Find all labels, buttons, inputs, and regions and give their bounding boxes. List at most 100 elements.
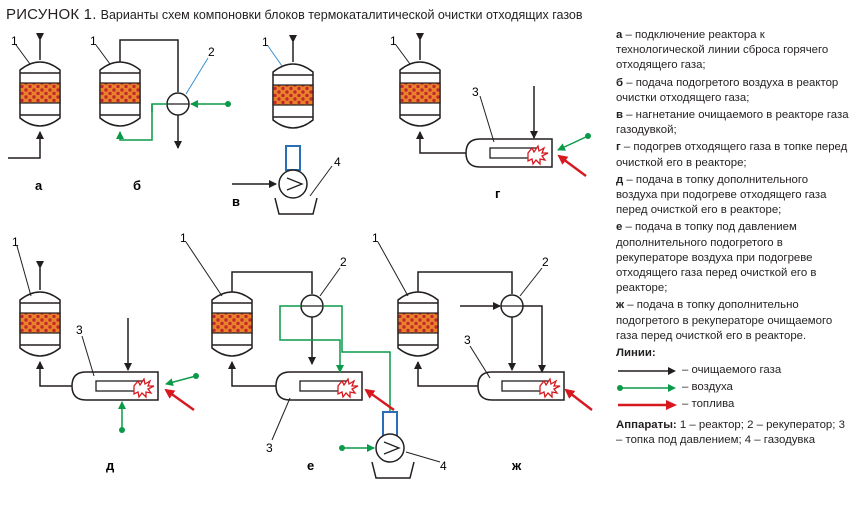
leader-3e <box>271 397 291 441</box>
scheme-g: 1 3 г <box>390 33 591 201</box>
legend-text-e: – подача в топку под давлением дополните… <box>616 221 817 295</box>
label-2-e: 2 <box>340 255 347 269</box>
recuperator-b <box>166 92 190 116</box>
apparatus-text: 1 – реактор; 2 – рекуператор; 3 – топка … <box>616 419 845 447</box>
label-1-zh: 1 <box>372 231 379 245</box>
panel-label-v: в <box>232 194 240 209</box>
label-1-g: 1 <box>390 34 397 48</box>
air-line-swatch <box>617 384 676 393</box>
furnace-g <box>465 138 553 168</box>
panel-label-d: д <box>106 458 115 473</box>
air-in-g <box>557 133 591 151</box>
label-4-v: 4 <box>334 155 341 169</box>
air-recup-to-furnace-e <box>279 305 344 373</box>
gas-to-recup-e <box>231 271 313 294</box>
figure-number: РИСУНОК 1. <box>6 6 97 23</box>
reactor-a <box>19 61 61 127</box>
leader-1a <box>15 44 31 65</box>
panel-label-zh: ж <box>511 458 522 473</box>
legend: а – подключение реактора к технологическ… <box>616 28 852 451</box>
blower-pipe-e <box>382 411 398 437</box>
legend-key-zh: ж <box>616 299 625 312</box>
legend-line-gas-label: – очищаемого газа <box>682 364 782 377</box>
legend-key-g: г <box>616 141 621 154</box>
air-in-d-1 <box>165 373 199 387</box>
legend-item-e: е – подача в топку под давлением дополни… <box>616 220 852 296</box>
legend-text-zh: – подача в топку дополнительно подогрето… <box>616 299 833 342</box>
legend-text-g: – подогрев отходящего газа в топке перед… <box>616 141 848 169</box>
gas-to-reactor-e <box>228 361 276 387</box>
gas-recup-to-furnace-zh <box>523 305 546 373</box>
legend-item-zh: ж – подача в топку дополнительно подогре… <box>616 298 852 344</box>
label-3-e: 3 <box>266 441 273 455</box>
air-to-reactor-b <box>116 103 167 141</box>
reactor-b <box>99 61 141 127</box>
legend-text-d: – подача в топку дополнительного воздуха… <box>616 173 827 217</box>
furnace-zh <box>477 371 565 401</box>
label-3-d: 3 <box>76 323 83 337</box>
scheme-d: 1 3 д <box>12 235 199 473</box>
legend-apparatus: Аппараты: 1 – реактор; 2 – рекуператор; … <box>616 418 852 448</box>
reactor-g <box>399 61 441 127</box>
legend-line-air: – воздуха <box>616 380 852 397</box>
legend-text-a: – подключение реактора к технологической… <box>616 29 829 72</box>
leader-3g <box>479 95 495 143</box>
legend-item-b: б – подача подогретого воздуха в реактор… <box>616 76 852 106</box>
reactor-e <box>211 291 253 357</box>
label-4-e: 4 <box>440 459 447 473</box>
legend-key-b: б <box>616 76 624 89</box>
blower-pipe-v <box>285 145 301 171</box>
air-blower-to-recup-e <box>323 305 391 412</box>
scheme-e: 1 2 3 4 е <box>180 231 447 479</box>
gas-to-reactor-g <box>416 131 466 154</box>
panel-label-e: е <box>307 458 314 473</box>
scheme-zh: 1 2 3 ж <box>372 231 593 473</box>
fuel-in-g <box>557 154 587 177</box>
lines-title: Линии: <box>616 347 656 360</box>
fuel-line-swatch <box>618 400 677 411</box>
leader-1d <box>16 245 32 297</box>
leader-2b <box>185 57 209 95</box>
legend-key-e: е <box>616 221 623 234</box>
gas-to-recup-b <box>119 39 179 92</box>
fuel-in-d <box>164 388 195 411</box>
leader-4e <box>405 451 441 463</box>
leader-1b <box>95 44 111 65</box>
figure-caption: Варианты схем компоновки блоков термокат… <box>100 8 583 22</box>
legend-key-a: а <box>616 29 623 41</box>
gas-in-a <box>8 131 44 159</box>
legend-line-fuel: – топлива <box>616 397 852 414</box>
furnace-d <box>71 371 159 401</box>
label-3-zh: 3 <box>464 333 471 347</box>
gas-to-recup-zh <box>417 271 513 294</box>
scheme-b: 1 2 б <box>90 34 231 193</box>
recuperator-zh <box>500 294 524 318</box>
legend-text-b: – подача подогретого воздуха в реактор о… <box>616 76 839 104</box>
label-1-a: 1 <box>11 34 18 48</box>
legend-item-d: д – подача в топку дополнительного возду… <box>616 173 852 219</box>
panel-label-b: б <box>133 178 141 193</box>
leader-1e <box>185 241 223 297</box>
furnace-e <box>275 371 363 401</box>
reactor-d <box>19 291 61 357</box>
label-3-g: 3 <box>472 85 479 99</box>
gas-to-reactor-zh <box>414 361 478 387</box>
label-1-d: 1 <box>12 235 19 249</box>
legend-line-fuel-label: – топлива <box>682 398 735 411</box>
legend-text-v: – нагнетание очищаемого в реакторе газа … <box>616 109 849 137</box>
leader-1g <box>395 44 411 65</box>
label-1-v: 1 <box>262 35 269 49</box>
leader-3d <box>81 335 95 377</box>
legend-item-v: в – нагнетание очищаемого в реакторе газ… <box>616 108 852 138</box>
schemes-diagram: 1 а 1 2 б 1 4 в <box>8 33 593 479</box>
leader-1v <box>267 45 283 67</box>
fuel-in-e <box>364 388 395 411</box>
legend-line-gas: – очищаемого газа <box>616 363 852 380</box>
legend-key-d: д <box>616 173 624 186</box>
gas-to-reactor-d <box>36 361 72 387</box>
leader-4v <box>309 165 333 197</box>
leader-1zh <box>377 241 409 297</box>
leader-3zh <box>469 345 491 379</box>
reactor-v <box>272 63 314 129</box>
leader-2e <box>319 267 341 297</box>
